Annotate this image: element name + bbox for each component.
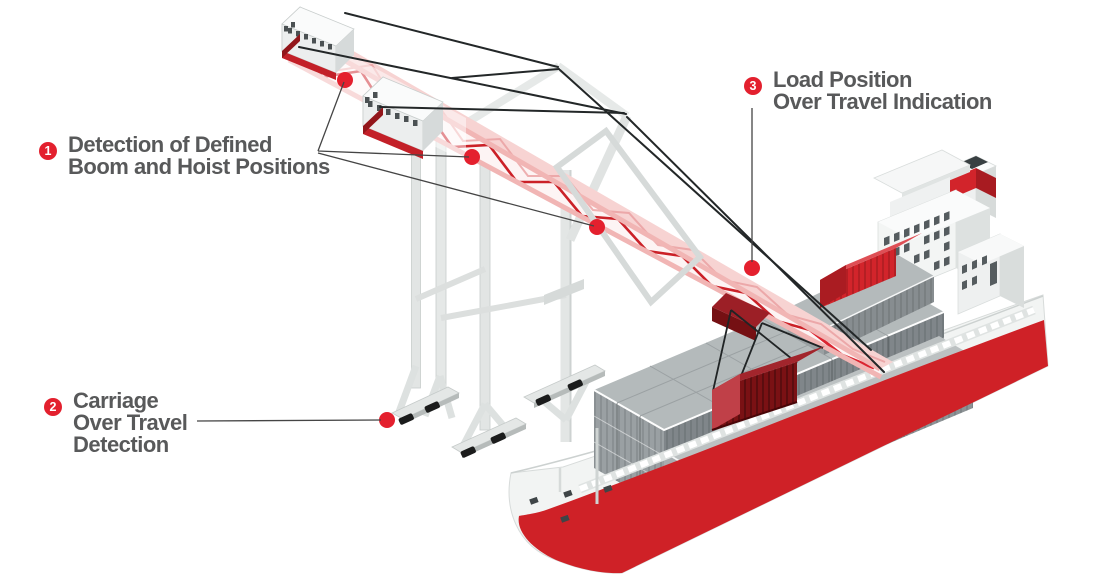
marker-dot-bogie <box>379 412 395 428</box>
callout-1-text: Detection of Defined Boom and Hoist Posi… <box>68 132 330 179</box>
callout-3-text: Load Position Over Travel Indication <box>773 67 992 114</box>
red-deck-container <box>820 233 922 308</box>
marker-dot-load <box>744 260 760 276</box>
deck-railing <box>578 305 1036 494</box>
container-ship <box>508 149 1049 574</box>
gantry-legs <box>395 62 632 448</box>
callout-2-badge: 2 <box>44 398 62 416</box>
sts-crane-gantry <box>391 62 632 458</box>
crane-travel-bogies <box>391 364 606 458</box>
marker-dot-boom-3 <box>589 219 605 235</box>
position-marker-dots <box>337 72 760 428</box>
marker-dot-boom-2 <box>464 149 480 165</box>
stay-cables <box>298 12 885 373</box>
callout-2: 2 Carriage Over Travel Detection <box>44 388 188 457</box>
leader-callout-2 <box>196 419 382 422</box>
sensor-house-windows <box>284 22 332 50</box>
hull-red-band <box>518 320 1048 574</box>
boom-support-frame <box>552 126 705 307</box>
marker-dot-boom-1 <box>337 72 353 88</box>
callout-3: 3 Load Position Over Travel Indication <box>744 69 992 113</box>
hanging-container-on-spreader <box>711 346 825 431</box>
hoist-cables <box>712 309 824 392</box>
callout-1-badge: 1 <box>39 142 57 160</box>
leader-callout-1 <box>317 81 595 227</box>
leader-lines <box>196 81 753 422</box>
boom-sensor-house-lower <box>362 76 444 159</box>
callout-2-text: Carriage Over Travel Detection <box>73 388 188 457</box>
callout-3-badge: 3 <box>744 77 762 95</box>
bow-deck-details <box>529 428 613 523</box>
callout-1: 1 Detection of Defined Boom and Hoist Po… <box>39 134 330 178</box>
trolley-spreader <box>712 293 770 341</box>
